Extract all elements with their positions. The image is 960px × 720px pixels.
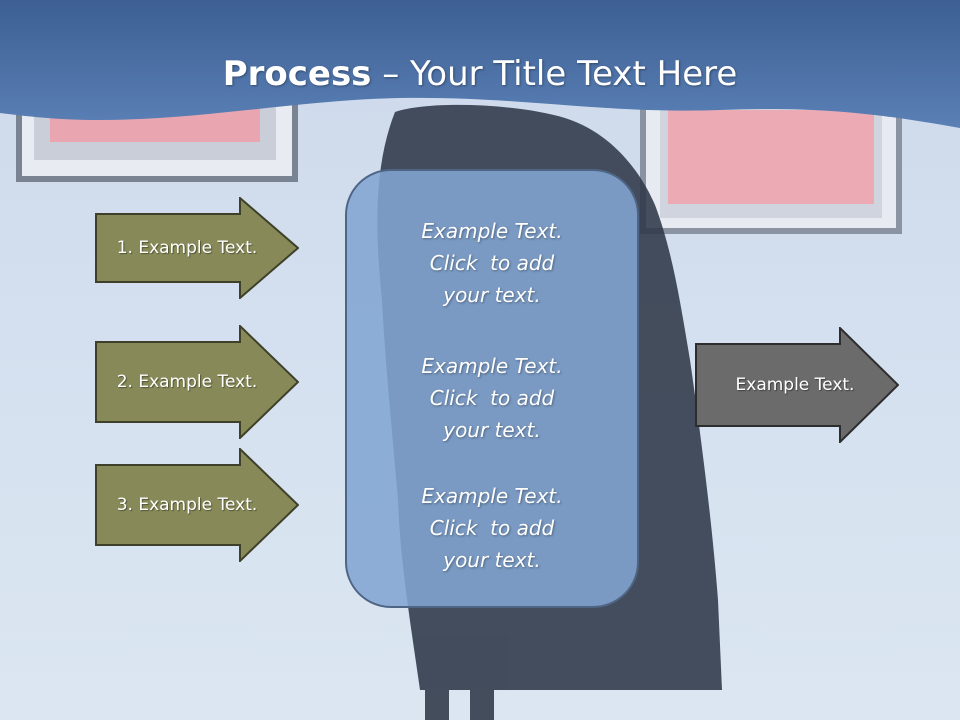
process-line: Example Text. (421, 219, 563, 243)
input-arrow-shape (95, 446, 300, 564)
output-arrow[interactable]: Example Text. (695, 325, 900, 445)
input-arrow-shape (95, 323, 300, 441)
input-arrow-shape (95, 195, 300, 301)
title-bold: Process (222, 54, 372, 94)
process-line: your text. (443, 283, 541, 307)
title-rest: – Your Title Text Here (371, 54, 738, 94)
output-arrow-label: Example Text. (735, 375, 855, 395)
right-painting (640, 100, 902, 234)
input-arrow-label: 3. Example Text. (116, 495, 258, 515)
process-line: your text. (443, 548, 541, 572)
header-band (0, 0, 960, 128)
process-text-block-3: Example Text. Click to add your text. (347, 480, 637, 576)
output-arrow-shape (695, 325, 900, 445)
process-text-block-1: Example Text. Click to add your text. (347, 215, 637, 311)
process-line: your text. (443, 418, 541, 442)
input-arrow-1[interactable]: 1. Example Text. (95, 195, 300, 301)
process-line: Click to add (429, 516, 555, 540)
input-arrow-label: 1. Example Text. (116, 238, 258, 258)
process-line: Click to add (429, 251, 555, 275)
process-line: Click to add (429, 386, 555, 410)
process-box[interactable]: Example Text. Click to add your text. Ex… (345, 169, 639, 608)
process-line: Example Text. (421, 354, 563, 378)
process-text-block-2: Example Text. Click to add your text. (347, 350, 637, 446)
input-arrow-label: 2. Example Text. (116, 372, 258, 392)
input-arrow-3[interactable]: 3. Example Text. (95, 446, 300, 564)
input-arrow-2[interactable]: 2. Example Text. (95, 323, 300, 441)
process-line: Example Text. (421, 484, 563, 508)
slide-title: Process – Your Title Text Here (0, 52, 960, 96)
